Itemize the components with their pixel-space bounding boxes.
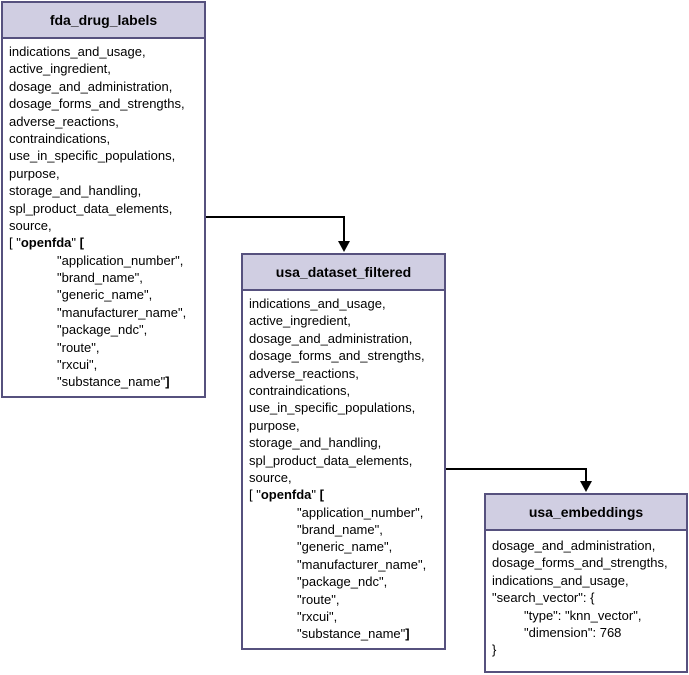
openfda-bracket: [ xyxy=(319,487,324,503)
openfda-field: "rxcui", xyxy=(57,357,98,373)
table-title: usa_embeddings xyxy=(486,495,686,531)
arrow-usa-to-embeddings xyxy=(446,468,592,492)
openfda-mid: " xyxy=(311,487,320,503)
field: dosage_forms_and_strengths, xyxy=(492,555,668,571)
field: use_in_specific_populations, xyxy=(9,148,176,164)
openfda-field: "brand_name", xyxy=(297,522,383,538)
field: indications_and_usage, xyxy=(9,44,146,59)
openfda-last-line: "substance_name"] xyxy=(249,625,438,642)
field: indications_and_usage, xyxy=(492,572,629,588)
arrow-fda-to-usa xyxy=(206,216,350,252)
field: indications_and_usage, xyxy=(249,296,386,311)
close-brace: } xyxy=(492,642,497,658)
field: spl_product_data_elements, xyxy=(249,452,413,468)
field: adverse_reactions, xyxy=(249,365,359,381)
openfda-field: "substance_name" xyxy=(57,374,166,390)
openfda-prefix: [ " xyxy=(249,487,261,503)
openfda-field: "route", xyxy=(57,339,100,355)
openfda-field: "generic_name", xyxy=(297,539,393,555)
field: storage_and_handling, xyxy=(249,435,382,451)
openfda-field: "substance_name" xyxy=(297,626,406,642)
openfda-field: "manufacturer_name", xyxy=(297,556,427,572)
field: active_ingredient, xyxy=(9,61,111,77)
openfda-field: "rxcui", xyxy=(297,609,338,625)
table-fields: dosage_and_administration, dosage_forms_… xyxy=(486,531,686,659)
field: adverse_reactions, xyxy=(9,113,119,129)
field: storage_and_handling, xyxy=(9,183,142,199)
openfda-field: "generic_name", xyxy=(57,287,153,303)
field: source, xyxy=(249,469,292,485)
field: dosage_and_administration, xyxy=(249,330,413,346)
openfda-field: "brand_name", xyxy=(57,270,143,286)
openfda-key: openfda xyxy=(20,235,72,251)
vector-field: "dimension": 768 xyxy=(524,624,622,640)
openfda-field: "application_number", xyxy=(57,252,184,268)
table-fda-drug-labels: fda_drug_labels indications_and_usage, a… xyxy=(1,1,206,398)
field: "search_vector": { xyxy=(492,590,595,606)
table-fields: indications_and_usage, active_ingredient… xyxy=(243,291,444,643)
openfda-field: "package_ndc", xyxy=(57,322,148,338)
openfda-field: "route", xyxy=(297,591,340,607)
openfda-field: "application_number", xyxy=(297,504,424,520)
openfda-line: [ "openfda" [ xyxy=(9,234,198,251)
openfda-line: [ "openfda" [ xyxy=(249,486,438,503)
openfda-field: "manufacturer_name", xyxy=(57,304,187,320)
field: dosage_forms_and_strengths, xyxy=(9,96,185,112)
field: use_in_specific_populations, xyxy=(249,400,416,416)
field: purpose, xyxy=(9,165,60,181)
field: dosage_and_administration, xyxy=(9,78,173,94)
openfda-field: "package_ndc", xyxy=(297,574,388,590)
openfda-prefix: [ " xyxy=(9,235,21,251)
vector-field: "type": "knn_vector", xyxy=(524,607,642,623)
openfda-mid: " xyxy=(71,235,80,251)
openfda-close: ] xyxy=(405,626,410,642)
arrowhead-icon xyxy=(338,241,350,252)
field: source, xyxy=(9,217,52,233)
table-title: fda_drug_labels xyxy=(3,3,204,39)
openfda-bracket: [ xyxy=(79,235,84,251)
openfda-key: openfda xyxy=(260,487,312,503)
table-title: usa_dataset_filtered xyxy=(243,255,444,291)
table-usa-embeddings: usa_embeddings dosage_and_administration… xyxy=(484,493,688,673)
field: dosage_and_administration, xyxy=(492,538,656,553)
field: active_ingredient, xyxy=(249,313,351,329)
table-fields: indications_and_usage, active_ingredient… xyxy=(3,39,204,391)
field: contraindications, xyxy=(249,382,351,398)
openfda-close: ] xyxy=(165,374,170,390)
openfda-last-line: "substance_name"] xyxy=(9,373,198,390)
field: dosage_forms_and_strengths, xyxy=(249,348,425,364)
field: purpose, xyxy=(249,417,300,433)
table-usa-dataset-filtered: usa_dataset_filtered indications_and_usa… xyxy=(241,253,446,650)
field: spl_product_data_elements, xyxy=(9,200,173,216)
arrowhead-icon xyxy=(580,481,592,492)
field: contraindications, xyxy=(9,130,111,146)
